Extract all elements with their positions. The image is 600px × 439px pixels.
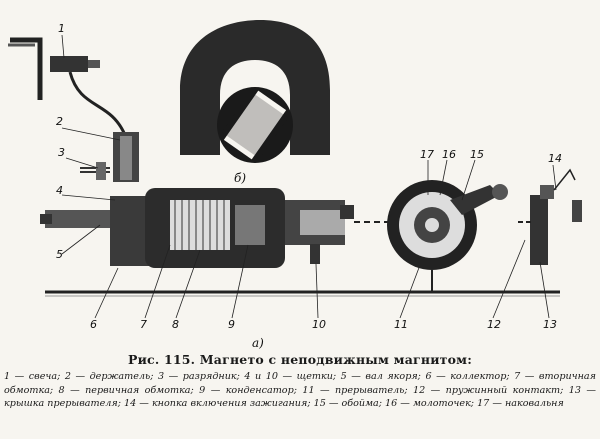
callout-6: 6 (90, 318, 97, 331)
callout-14: 14 (548, 152, 562, 165)
breaker (387, 180, 508, 292)
callout-12: 12 (487, 318, 501, 331)
magneto-illustration: б) (8, 20, 582, 350)
callout-16: 16 (442, 148, 456, 161)
callout-3: 3 (58, 146, 65, 159)
subfigure-b-label: б) (234, 171, 246, 185)
callout-11: 11 (394, 318, 408, 331)
leader-lines (61, 34, 557, 319)
callout-4: 4 (56, 184, 63, 197)
subfigure-a-label: а) (252, 336, 264, 350)
callout-8: 8 (172, 318, 179, 331)
callout-1: 1 (58, 22, 65, 35)
spark-plug-assembly (8, 37, 127, 136)
magnet-detail (180, 20, 330, 163)
holder-and-gap (80, 132, 139, 182)
callout-13: 13 (543, 318, 557, 331)
magneto-body (40, 188, 390, 268)
breaker-cover (518, 168, 582, 265)
callout-7: 7 (140, 318, 147, 331)
callout-10: 10 (312, 318, 326, 331)
base-line (45, 290, 560, 297)
callout-2: 2 (56, 115, 63, 128)
callout-17: 17 (420, 148, 434, 161)
callout-5: 5 (56, 248, 63, 261)
callout-15: 15 (470, 148, 484, 161)
callout-9: 9 (228, 318, 235, 331)
figure-caption-title: Рис. 115. Магнето с неподвижным магнитом… (127, 352, 473, 367)
figure-legend: 1 — свеча; 2 — держатель; 3 — разрядник;… (4, 371, 596, 410)
